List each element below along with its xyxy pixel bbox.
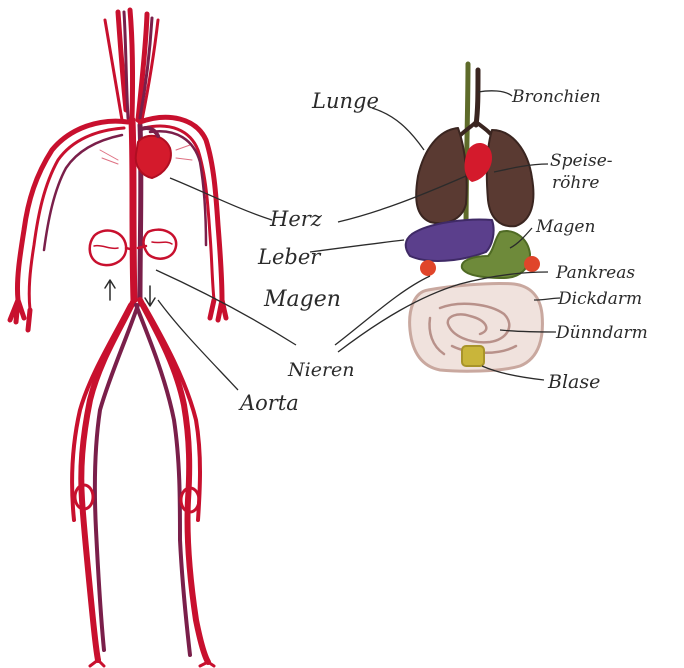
organ-system bbox=[406, 64, 543, 371]
label-magen-right: Magen bbox=[535, 217, 595, 237]
label-dickdarm: Dickdarm bbox=[557, 289, 642, 309]
circulatory-system bbox=[10, 10, 226, 666]
heart bbox=[136, 136, 171, 178]
pancreas-right bbox=[524, 256, 540, 272]
left-leg-vessels bbox=[72, 300, 134, 660]
label-leber: Leber bbox=[257, 245, 322, 269]
label-magen-left: Magen bbox=[263, 287, 341, 312]
pancreas-left bbox=[420, 260, 436, 276]
aorta-trunk bbox=[132, 120, 134, 300]
label-speiseroehre-1: Speise- bbox=[550, 151, 613, 171]
right-leg-veins bbox=[136, 305, 190, 655]
foot-vessels bbox=[90, 660, 214, 666]
label-pankreas: Pankreas bbox=[555, 263, 635, 283]
trachea bbox=[476, 70, 478, 125]
label-speiseroehre-2: röhre bbox=[552, 173, 600, 193]
left-lung bbox=[416, 128, 467, 223]
left-arm-veins bbox=[44, 135, 122, 250]
label-lunge: Lunge bbox=[311, 89, 379, 113]
bladder bbox=[462, 346, 484, 366]
label-blase: Blase bbox=[547, 371, 600, 393]
liver bbox=[406, 220, 494, 261]
label-bronchien: Bronchien bbox=[511, 87, 601, 107]
label-herz: Herz bbox=[269, 207, 323, 231]
right-lung bbox=[487, 130, 534, 226]
label-nieren: Nieren bbox=[287, 359, 355, 381]
label-duenndarm: Dünndarm bbox=[555, 323, 648, 343]
right-leg-vessels bbox=[140, 300, 208, 662]
label-aorta: Aorta bbox=[238, 391, 299, 415]
